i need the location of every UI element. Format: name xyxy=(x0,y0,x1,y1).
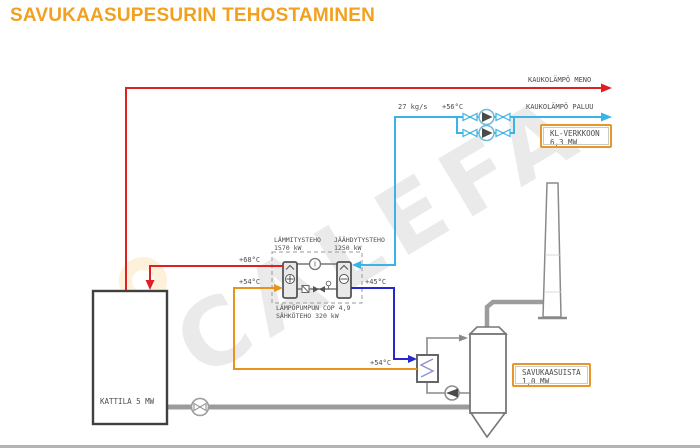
cooling-capacity-title: JÄÄHDYTYSTEHO xyxy=(334,236,385,244)
heating-capacity-title: LÄMMITYSTEHO xyxy=(274,236,321,244)
dh-return-pipe xyxy=(352,108,612,269)
boiler-label: KATTILA 5 MW xyxy=(100,397,155,406)
return-temp-label: +56°C xyxy=(442,103,464,111)
dh-supply-pipe xyxy=(125,83,612,290)
scrubber-vessel xyxy=(468,326,508,439)
scrubber-to-chimney-duct xyxy=(484,299,546,330)
return-valve-icons xyxy=(462,112,511,138)
condenser-in-temp: +54°C xyxy=(239,278,261,286)
flow-rate-label: 27 kg/s xyxy=(398,103,428,111)
cop-value: LÄMPÖPUMPUN COP 4,9 xyxy=(276,304,351,312)
network-output-line2: 6,3 MW xyxy=(550,138,578,147)
flue-gas-recovery-box: SAVUKAASUISTA 1,0 MW xyxy=(512,363,591,387)
chimney xyxy=(538,182,567,320)
cooling-capacity-value: 1250 kW xyxy=(334,243,362,252)
scrubber-heat-exchanger xyxy=(416,354,439,383)
cooling-capacity-label: JÄÄHDYTYSTEHO 1250 kW xyxy=(334,236,385,252)
heating-capacity-label: LÄMMITYSTEHO 1570 kW xyxy=(274,236,321,252)
heat-pump-unit xyxy=(271,251,363,304)
expansion-valve-icon xyxy=(313,286,319,293)
electric-power-value: SÄHKÖTEHO 320 kW xyxy=(276,311,339,320)
dh-return-label: KAUKOLÄMPÖ PALUU xyxy=(526,103,594,111)
slide-title: SAVUKAASUPESURIN TEHOSTAMINEN xyxy=(10,5,376,26)
cold-side-pipe xyxy=(351,287,417,363)
warm-side-pipe xyxy=(233,284,417,370)
heating-capacity-value: 1570 kW xyxy=(274,243,302,252)
dh-supply-label: KAUKOLÄMPÖ MENO xyxy=(528,76,592,84)
condenser-out-temp: +68°C xyxy=(239,256,261,264)
flue-gas-line1: SAVUKAASUISTA xyxy=(522,368,581,377)
solenoid-valve-icon xyxy=(325,280,332,287)
cop-label: LÄMPÖPUMPUN COP 4,9 SÄHKÖTEHO 320 kW xyxy=(276,304,351,320)
network-output-line1: KL-VERKKOON xyxy=(550,129,600,138)
network-output-box: KL-VERKKOON 6,3 MW xyxy=(540,124,612,148)
scrubber-water-loop xyxy=(426,334,470,401)
flue-gas-line2: 1,0 MW xyxy=(522,377,550,386)
flue-gas-duct xyxy=(167,397,470,417)
hx-out-temp: +54°C xyxy=(370,359,392,367)
evaporator-out-temp: +45°C xyxy=(365,278,387,286)
boiler-vessel xyxy=(91,289,169,426)
